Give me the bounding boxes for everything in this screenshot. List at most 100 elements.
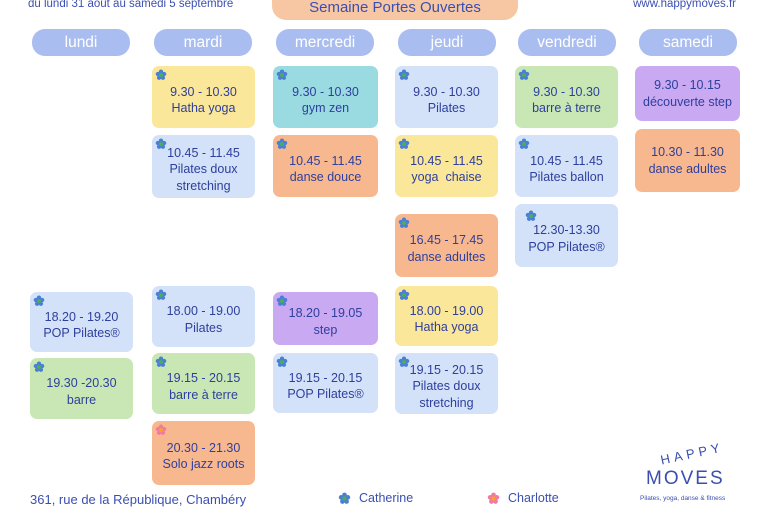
class-name: Pilates	[184, 320, 223, 335]
legend-charlotte: Charlotte	[487, 491, 559, 505]
blue-flower-icon	[518, 138, 530, 150]
class-name: Hatha yoga	[171, 101, 236, 115]
class-name: danse douce	[289, 170, 362, 184]
blue-flower-icon	[398, 69, 410, 81]
class-name: POP Pilates®	[528, 239, 605, 254]
class-time: 19.15 - 20.15	[409, 362, 484, 377]
blue-flower-icon	[33, 361, 45, 373]
legend-catherine: Catherine	[338, 491, 413, 505]
class-time: 9.30 - 10.30	[413, 84, 480, 99]
class-name: barre à terre	[532, 101, 601, 115]
class-name: découverte step	[643, 94, 732, 109]
class-card[interactable]: 16.45 - 17.45 danse adultes	[395, 214, 498, 277]
class-time: 18.20 - 19.20	[44, 309, 119, 324]
class-card[interactable]: 20.30 - 21.30 Solo jazz roots	[152, 421, 255, 485]
class-time: 16.45 - 17.45	[409, 233, 484, 247]
class-time: 19.15 - 20.15	[166, 371, 241, 385]
legend-label: Charlotte	[508, 491, 559, 505]
class-card[interactable]: 19.15 - 20.15 POP Pilates®	[273, 353, 378, 413]
class-time: 10.45 - 11.45	[289, 153, 362, 168]
class-card[interactable]: 9.30 - 10.30 Hatha yoga	[152, 66, 255, 128]
class-time: 18.00 - 19.00	[409, 303, 484, 318]
class-card[interactable]: 19.15 - 20.15 barre à terre	[152, 353, 255, 414]
blue-flower-icon	[155, 289, 167, 301]
class-name: Pilates ballon	[529, 170, 604, 184]
class-name: step	[313, 322, 338, 337]
class-name: Hatha yoga	[414, 320, 479, 334]
class-name: danse adultes	[648, 161, 727, 176]
class-card[interactable]: 19.15 - 20.15 Pilates doux stretching	[395, 353, 498, 414]
class-name: POP Pilates®	[43, 326, 120, 340]
logo-happy-text: HAPPY	[659, 439, 725, 468]
class-name: yoga chaise	[411, 170, 482, 184]
class-card[interactable]: 10.30 - 11.30 danse adultes	[635, 129, 740, 192]
class-card[interactable]: 18.20 - 19.20 POP Pilates®	[30, 292, 133, 352]
logo-tagline: Pilates, yoga, danse & fitness	[640, 495, 726, 502]
class-name: POP Pilates®	[287, 387, 364, 401]
dates-text: du lundi 31 août au samedi 5 septembre	[28, 0, 234, 10]
blue-flower-icon	[155, 356, 167, 368]
class-card[interactable]: 9.30 - 10.15 découverte step	[635, 66, 740, 121]
class-card[interactable]: 10.45 - 11.45 Pilates doux stretching	[152, 135, 255, 198]
class-time: 9.30 - 10.30	[292, 84, 359, 99]
day-header-jeudi: jeudi	[398, 29, 496, 56]
class-time: 19.30 -20.30	[46, 376, 117, 390]
day-header-samedi: samedi	[639, 29, 737, 56]
class-name: Pilates	[427, 101, 466, 115]
class-card[interactable]: 10.45 - 11.45 Pilates ballon	[515, 135, 618, 197]
happy-moves-logo: HAPPY MOVES Pilates, yoga, danse & fitne…	[640, 440, 740, 508]
day-header-mardi: mardi	[154, 29, 252, 56]
banner-label: Semaine Portes Ouvertes	[309, 0, 481, 16]
blue-flower-icon	[276, 69, 288, 81]
address-text: 361, rue de la République, Chambéry	[30, 492, 247, 507]
class-name: barre à terre	[169, 387, 238, 402]
blue-flower-icon	[276, 295, 288, 307]
class-time: 10.45 - 11.45	[167, 145, 240, 160]
class-name: Solo jazz roots	[162, 457, 245, 471]
class-card[interactable]: 10.45 - 11.45 yoga chaise	[395, 135, 498, 197]
class-time: 9.30 - 10.30	[533, 84, 600, 99]
class-time: 20.30 - 21.30	[166, 440, 241, 455]
class-time: 10.45 - 11.45	[410, 153, 483, 168]
class-name: Pilates doux stretching	[412, 379, 481, 410]
blue-flower-icon	[398, 138, 410, 150]
blue-flower-icon	[518, 69, 530, 81]
class-card[interactable]: 12.30-13.30 POP Pilates®	[515, 204, 618, 267]
class-time: 10.30 - 11.30	[651, 145, 724, 159]
blue-flower-icon	[398, 356, 410, 368]
class-time: 12.30-13.30	[533, 223, 600, 237]
class-card[interactable]: 19.30 -20.30 barre	[30, 358, 133, 419]
class-name: barre	[66, 392, 97, 407]
class-name: gym zen	[301, 101, 350, 115]
class-card[interactable]: 18.20 - 19.05 step	[273, 292, 378, 345]
logo-moves-text: MOVES	[646, 468, 725, 489]
class-card[interactable]: 9.30 - 10.30 gym zen	[273, 66, 378, 128]
blue-flower-icon	[398, 217, 410, 229]
class-card[interactable]: 9.30 - 10.30 barre à terre	[515, 66, 618, 128]
blue-flower-icon	[398, 289, 410, 301]
website-link[interactable]: www.happymoves.fr	[633, 0, 736, 10]
blue-flower-icon	[338, 492, 351, 505]
blue-flower-icon	[155, 138, 167, 150]
class-card[interactable]: 18.00 - 19.00 Pilates	[152, 286, 255, 347]
class-card[interactable]: 18.00 - 19.00 Hatha yoga	[395, 286, 498, 346]
class-card[interactable]: 10.45 - 11.45 danse douce	[273, 135, 378, 197]
class-card[interactable]: 9.30 - 10.30 Pilates	[395, 66, 498, 128]
pink-flower-icon	[155, 424, 167, 436]
blue-flower-icon	[155, 69, 167, 81]
class-time: 9.30 - 10.30	[170, 84, 237, 99]
class-time: 19.15 - 20.15	[288, 370, 363, 385]
day-header-lundi: lundi	[32, 29, 130, 56]
blue-flower-icon	[276, 138, 288, 150]
day-header-mercredi: mercredi	[276, 29, 374, 56]
class-name: Pilates doux stretching	[169, 162, 238, 193]
class-name: danse adultes	[407, 249, 486, 264]
pink-flower-icon	[487, 492, 500, 505]
blue-flower-icon	[525, 210, 537, 222]
blue-flower-icon	[276, 356, 288, 368]
class-time: 10.45 - 11.45	[530, 153, 603, 168]
class-time: 9.30 - 10.15	[654, 78, 721, 92]
class-time: 18.20 - 19.05	[288, 306, 363, 320]
class-time: 18.00 - 19.00	[166, 304, 241, 318]
open-week-banner: Semaine Portes Ouvertes	[272, 0, 518, 20]
